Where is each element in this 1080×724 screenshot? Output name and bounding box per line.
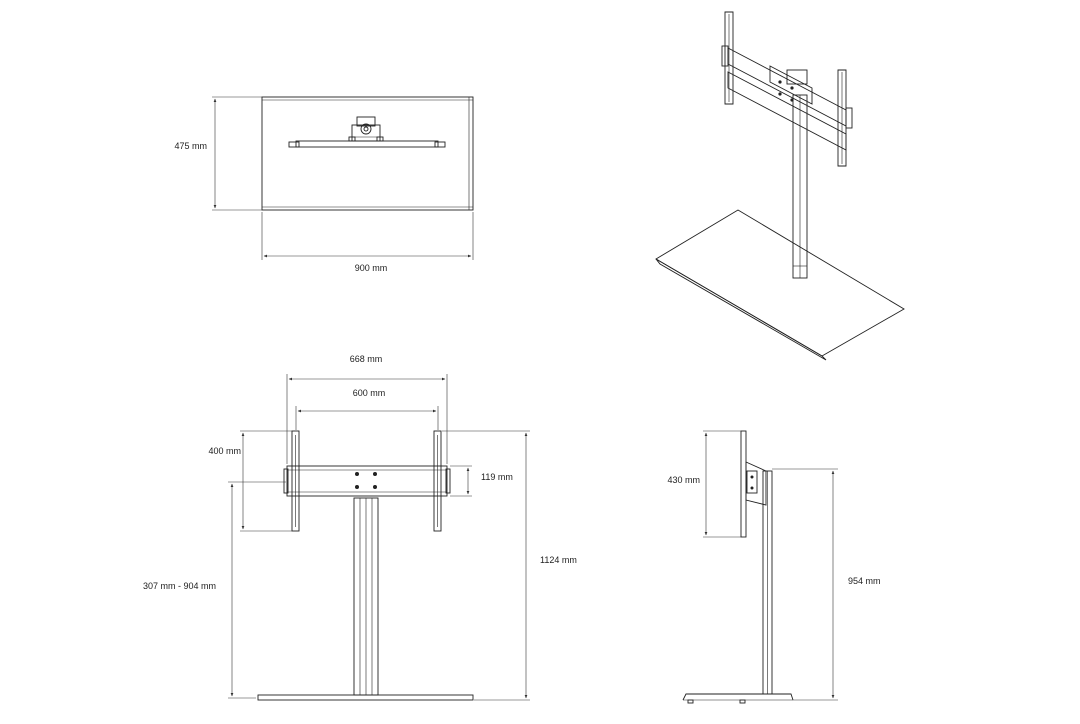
outer-width-dimension: 668 mm <box>286 354 448 464</box>
front-base <box>257 694 474 701</box>
mount-bracket-top <box>288 116 446 148</box>
column-height-dimension: 954 mm <box>772 468 881 701</box>
total-height-label: 1124 mm <box>540 555 577 565</box>
base-plate-top <box>261 96 474 211</box>
depth-label: 475 mm <box>174 141 207 151</box>
front-column <box>353 497 379 696</box>
bracket-height-label: 119 mm <box>481 472 513 482</box>
column-iso <box>792 94 808 279</box>
base-plate-iso <box>655 209 905 361</box>
vesa-height-label: 400 mm <box>208 446 241 456</box>
isometric-view <box>655 11 905 361</box>
outer-width-label: 668 mm <box>350 354 383 364</box>
side-view: 430 mm 954 mm <box>667 430 881 704</box>
side-bracket-height-label: 430 mm <box>667 475 700 485</box>
bracket-height-dimension: 119 mm <box>450 465 513 497</box>
width-dimension: 900 mm <box>261 212 474 273</box>
front-view: 668 mm 600 mm 400 mm 119 mm 307 mm - 904… <box>143 354 577 701</box>
side-bracket <box>740 430 767 538</box>
front-vesa-bracket <box>283 430 451 532</box>
inner-width-dimension: 600 mm <box>295 388 439 430</box>
inner-width-label: 600 mm <box>353 388 386 398</box>
side-bracket-height-dimension: 430 mm <box>667 430 741 538</box>
total-height-dimension: 1124 mm <box>442 430 577 701</box>
height-adjust-label: 307 mm - 904 mm <box>143 581 216 591</box>
depth-dimension: 475 mm <box>174 96 262 211</box>
height-adjust-dimension: 307 mm - 904 mm <box>143 481 286 699</box>
column-height-label: 954 mm <box>848 576 881 586</box>
top-view: 475 mm 900 mm <box>174 96 474 273</box>
side-column <box>762 470 773 695</box>
width-label: 900 mm <box>355 263 388 273</box>
vesa-bracket-iso <box>721 11 853 167</box>
side-base <box>682 693 794 704</box>
vesa-height-dimension: 400 mm <box>208 430 292 532</box>
